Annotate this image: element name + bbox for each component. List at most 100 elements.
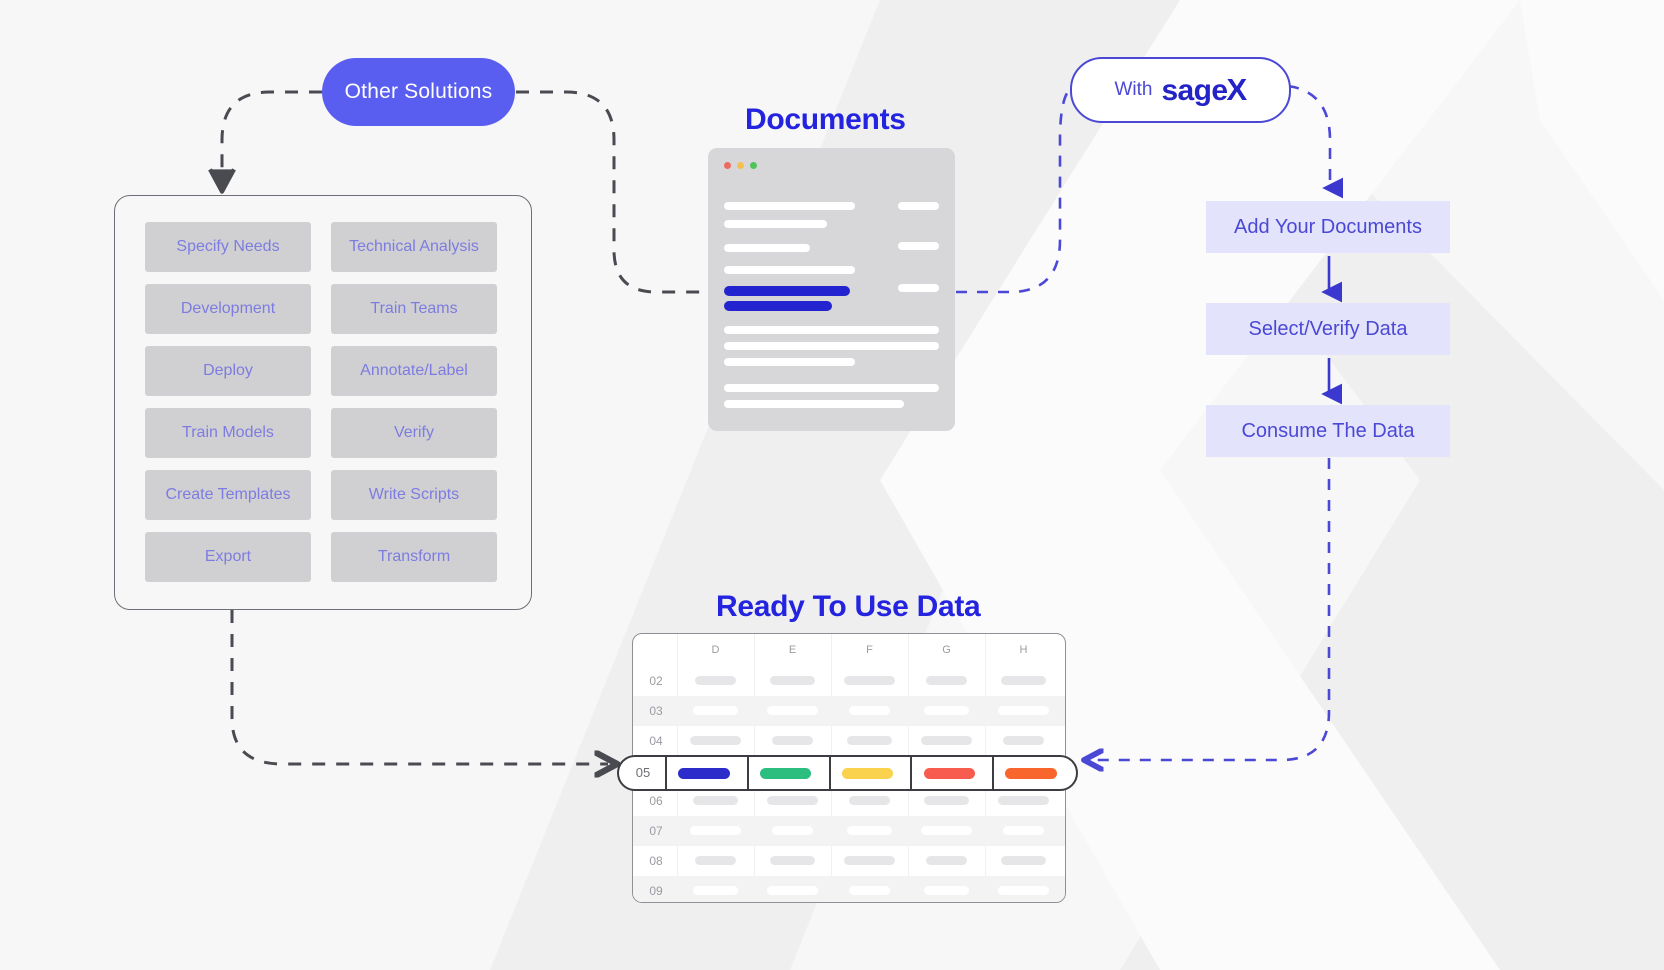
- process-button-label: Export: [204, 548, 252, 565]
- cell-placeholder: [769, 856, 816, 865]
- row-label: 04: [649, 734, 663, 748]
- flow-step-consume-the-data[interactable]: Consume The Data: [1206, 405, 1450, 457]
- cell-placeholder: [998, 796, 1049, 805]
- process-button[interactable]: Export: [145, 532, 311, 582]
- process-button[interactable]: Annotate/Label: [331, 346, 497, 396]
- row-label: 08: [649, 854, 663, 868]
- cell-placeholder: [998, 886, 1049, 895]
- document-text-line: [898, 284, 939, 292]
- documents-title: Documents: [745, 103, 906, 136]
- highlighted-cell-divider: [828, 757, 831, 789]
- highlighted-cell-f: [841, 768, 894, 779]
- cell-placeholder: [692, 706, 739, 715]
- sagex-x-mark: X: [1226, 72, 1247, 107]
- with-label: With: [1114, 79, 1153, 100]
- connector-other-to-documents: [516, 90, 706, 294]
- cell-placeholder: [998, 706, 1049, 715]
- connector-documents-to-sage: [956, 84, 1075, 294]
- cell-placeholder: [692, 796, 739, 805]
- process-button-label: Train Teams: [370, 300, 458, 317]
- document-text-line: [898, 202, 939, 210]
- row-label: 07: [649, 824, 663, 838]
- flow-step-label: Add Your Documents: [1234, 215, 1422, 238]
- cell-placeholder: [844, 856, 895, 865]
- highlighted-row-label: 05: [635, 765, 651, 780]
- spreadsheet-row[interactable]: 07: [633, 816, 1065, 846]
- document-text-line: [724, 342, 939, 350]
- cell-placeholder: [767, 706, 818, 715]
- row-label: 09: [649, 884, 663, 898]
- highlighted-cell-divider: [910, 757, 913, 789]
- process-button[interactable]: Train Teams: [331, 284, 497, 334]
- document-text-line: [724, 266, 855, 274]
- cell-placeholder: [772, 736, 813, 745]
- flow-step-select-verify-data[interactable]: Select/Verify Data: [1206, 303, 1450, 355]
- window-dot-2: [750, 162, 757, 169]
- sagex-wordmark: sage: [1161, 74, 1228, 107]
- other-solutions-pill[interactable]: Other Solutions: [322, 58, 515, 126]
- column-header-e: E: [788, 644, 797, 656]
- cell-placeholder: [772, 826, 813, 835]
- cell-placeholder: [1003, 736, 1044, 745]
- highlighted-cell-e: [759, 768, 812, 779]
- other-solutions-label: Other Solutions: [344, 80, 493, 103]
- flow-step-add-your-documents[interactable]: Add Your Documents: [1206, 201, 1450, 253]
- cell-placeholder: [1000, 676, 1047, 685]
- process-button-label: Train Models: [182, 424, 274, 441]
- window-dots: [724, 162, 757, 169]
- highlighted-row-05[interactable]: 05: [617, 755, 1078, 791]
- document-text-line: [724, 220, 827, 228]
- flow-step-label: Consume The Data: [1241, 419, 1415, 442]
- process-button[interactable]: Train Models: [145, 408, 311, 458]
- process-button-label: Technical Analysis: [349, 238, 479, 255]
- process-button[interactable]: Technical Analysis: [331, 222, 497, 272]
- window-dot-0: [724, 162, 731, 169]
- spreadsheet-row[interactable]: 09: [633, 876, 1065, 902]
- process-button[interactable]: Development: [145, 284, 311, 334]
- row-label: 02: [649, 674, 663, 688]
- process-button-label: Write Scripts: [368, 486, 460, 503]
- highlighted-cell-divider: [992, 757, 995, 789]
- spreadsheet-row[interactable]: 08: [633, 846, 1065, 876]
- process-button-label: Development: [180, 300, 276, 317]
- process-button[interactable]: Write Scripts: [331, 470, 497, 520]
- spreadsheet-row[interactable]: 02: [633, 666, 1065, 696]
- cell-placeholder: [1003, 826, 1044, 835]
- spreadsheet-row[interactable]: 03: [633, 696, 1065, 726]
- process-button-label: Transform: [377, 548, 451, 565]
- highlighted-cell-divider: [665, 757, 668, 789]
- connector-sage-to-add-documents: [1287, 84, 1343, 199]
- row-label: 03: [649, 704, 663, 718]
- document-text-line: [724, 244, 810, 252]
- cell-placeholder: [846, 826, 893, 835]
- column-header-d: D: [711, 644, 720, 656]
- connector-consume-to-row: [1092, 458, 1331, 760]
- highlighted-cell-d: [678, 768, 730, 779]
- document-text-line: [724, 384, 939, 392]
- process-button[interactable]: Transform: [331, 532, 497, 582]
- column-header-h: H: [1019, 644, 1028, 656]
- spreadsheet-row[interactable]: 04: [633, 726, 1065, 756]
- process-button[interactable]: Deploy: [145, 346, 311, 396]
- document-text-line: [724, 400, 904, 408]
- highlighted-cell-g: [923, 768, 976, 779]
- cell-placeholder: [921, 826, 972, 835]
- cell-placeholder: [692, 886, 739, 895]
- document-text-line: [724, 286, 850, 296]
- process-button[interactable]: Verify: [331, 408, 497, 458]
- process-button[interactable]: Specify Needs: [145, 222, 311, 272]
- flow-step-label: Select/Verify Data: [1248, 317, 1408, 340]
- column-header-g: G: [942, 644, 951, 656]
- document-text-line: [724, 326, 939, 334]
- cell-placeholder: [923, 796, 970, 805]
- process-button[interactable]: Create Templates: [145, 470, 311, 520]
- cell-placeholder: [846, 736, 893, 745]
- cell-placeholder: [849, 796, 890, 805]
- cell-placeholder: [926, 676, 967, 685]
- process-button-label: Create Templates: [165, 486, 291, 503]
